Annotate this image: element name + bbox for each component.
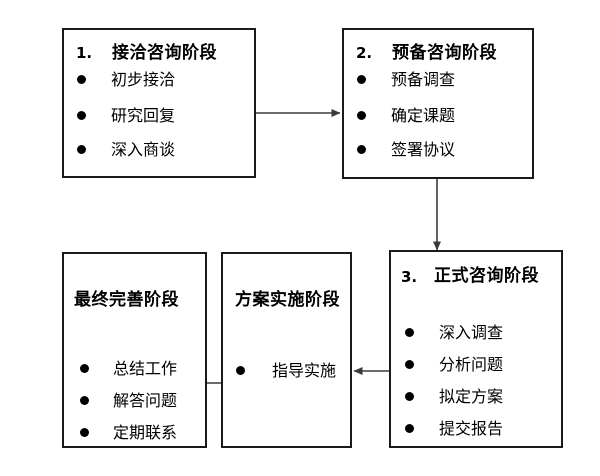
bullet-icon: [77, 145, 86, 154]
node-stage5[interactable]: 最终完善阶段 总结工作 解答问题 定期联系: [62, 252, 207, 448]
bullet-icon: [357, 75, 366, 84]
node-stage2-bullet-1: 确定课题: [391, 106, 456, 125]
node-stage2-number: 2.: [356, 44, 373, 62]
bullet-icon: [80, 364, 89, 373]
node-stage4[interactable]: 方案实施阶段 指导实施: [221, 252, 352, 448]
bullet-icon: [236, 366, 245, 375]
node-stage2-title: 预备咨询阶段: [392, 43, 497, 63]
node-stage4-title: 方案实施阶段: [235, 290, 340, 310]
node-stage2[interactable]: 2. 预备咨询阶段 预备调查 确定课题 签署协议: [342, 28, 534, 179]
node-stage1-bullet-1: 研究回复: [111, 106, 176, 125]
node-stage5-title: 最终完善阶段: [74, 290, 179, 310]
node-stage3[interactable]: 3. 正式咨询阶段 深入调查 分析问题 拟定方案 提交报告: [389, 250, 563, 448]
node-stage3-bullet-2: 拟定方案: [439, 387, 504, 406]
node-stage1-bullet-2: 深入商谈: [111, 140, 176, 159]
bullet-icon: [405, 328, 414, 337]
node-stage2-bullet-2: 签署协议: [391, 140, 456, 159]
bullet-icon: [77, 111, 86, 120]
bullet-icon: [405, 424, 414, 433]
node-stage5-bullet-1: 解答问题: [113, 391, 178, 410]
node-stage3-bullet-1: 分析问题: [439, 355, 504, 374]
node-stage3-bullet-0: 深入调查: [439, 323, 504, 342]
node-stage2-bullet-0: 预备调查: [391, 70, 456, 89]
bullet-icon: [77, 75, 86, 84]
node-stage4-bullet-0: 指导实施: [272, 361, 337, 380]
node-stage5-bullet-0: 总结工作: [113, 359, 178, 378]
bullet-icon: [80, 396, 89, 405]
node-stage3-number: 3.: [401, 268, 418, 286]
bullet-icon: [405, 360, 414, 369]
bullet-icon: [357, 111, 366, 120]
bullet-icon: [80, 428, 89, 437]
node-stage1-number: 1.: [76, 44, 93, 62]
node-stage3-title: 正式咨询阶段: [434, 266, 539, 286]
node-stage1[interactable]: 1. 接洽咨询阶段 初步接洽 研究回复 深入商谈: [62, 28, 256, 178]
bullet-icon: [405, 392, 414, 401]
node-stage3-bullet-3: 提交报告: [439, 419, 504, 438]
bullet-icon: [357, 145, 366, 154]
node-stage1-bullet-0: 初步接洽: [111, 70, 176, 89]
node-stage1-title: 接洽咨询阶段: [112, 43, 217, 63]
node-stage5-bullet-2: 定期联系: [113, 423, 178, 442]
